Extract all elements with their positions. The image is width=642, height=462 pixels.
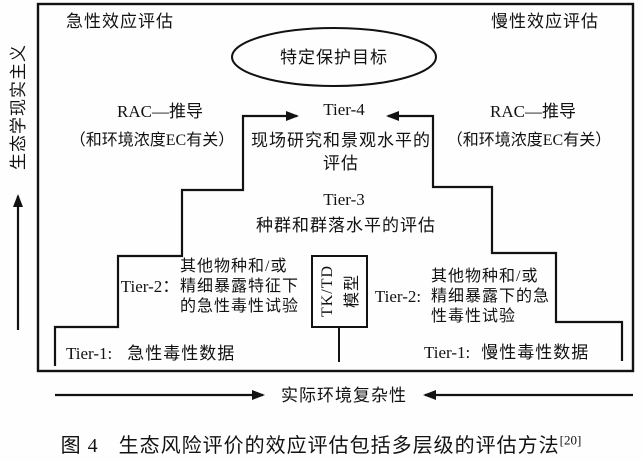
tier3-label: Tier-3 [323,190,365,209]
figure-caption-text: 生态风险评价的效应评估包括多层级的评估方法[20] [118,432,582,457]
x-axis-label: 实际环境复杂性 [281,386,407,405]
figure-number: 图 4 [60,435,99,457]
tier2-right-description: 其他物种和/或 精细暴露下的急 性毒性试验 [431,268,551,325]
header-acute-assessment: 急性效应评估 [66,12,174,31]
tier2-left-label: Tier-2： [120,277,180,296]
header-chronic-assessment: 慢性效应评估 [491,12,599,31]
tier1-right-description: 慢性毒性数据 [481,343,590,362]
rac-left-note: （和环境浓度EC有关） [69,132,235,149]
left-staircase-arrow [53,111,299,366]
reference-superscript: [20] [559,432,582,448]
rac-left-title: RAC—推导 [117,102,203,121]
tier3-description: 种群和群落水平的评估 [256,216,436,235]
tier2-left-description: 其他物种和/或 精细暴露特征下 的急性毒性试验 [180,258,300,315]
tier2-right-label: Tier-2: [374,287,422,306]
tier4-label: Tier-4 [323,100,365,119]
rac-right-note: （和环境浓度EC有关） [446,132,612,149]
tier1-left-label: Tier-1: [66,344,113,363]
tk-td-model-label: TK/TD 模型 [319,264,361,318]
right-staircase-arrow [386,111,624,361]
y-axis-label: 生态学现实主义 [9,44,28,170]
tier1-left-row: Tier-1: 急性毒性数据 [66,339,235,364]
goal-ellipse [231,27,437,87]
tier1-left-description: 急性毒性数据 [127,344,236,363]
tier4-description: 现场研究和景观水平的 评估 [251,131,431,173]
figure-caption: 图 4 生态风险评价的效应评估包括多层级的评估方法[20] [0,429,642,458]
outer-frame [36,2,635,373]
goal-ellipse-label: 特定保护目标 [280,48,388,67]
tier1-right-row: Tier-1: 慢性毒性数据 [424,338,589,363]
rac-right-title: RAC—推导 [490,102,576,121]
tier1-right-label: Tier-1: [424,343,471,362]
